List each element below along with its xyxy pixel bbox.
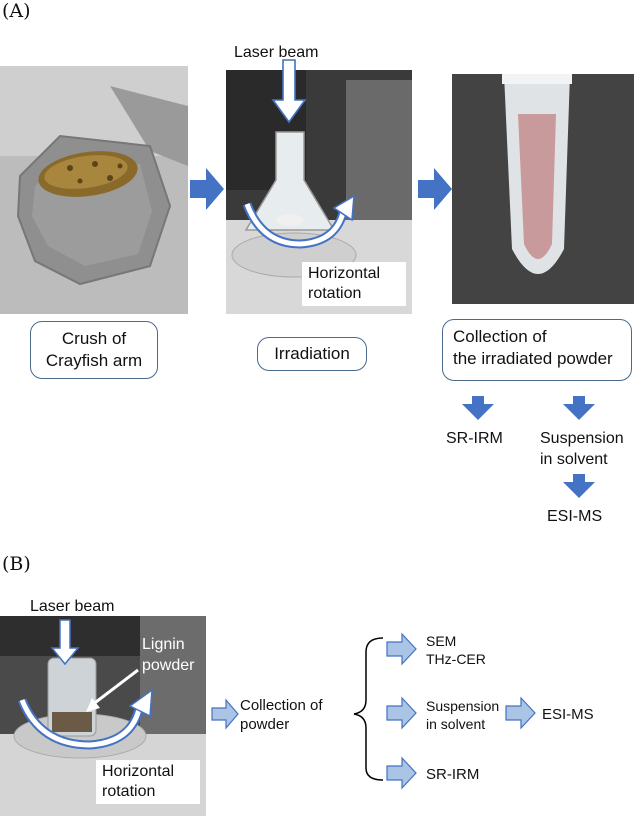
laser-label-a: Laser beam — [234, 44, 319, 61]
flow-arrow-icon-b1 — [211, 698, 239, 730]
branch-arrow-icon-4 — [505, 696, 536, 730]
panel-b-label: (B) — [2, 553, 31, 575]
collection-label-b: Collection of powder — [240, 696, 323, 734]
branch-sem-line: SEM — [426, 633, 457, 649]
down-arrow-icon-srirm — [462, 396, 494, 420]
flow-arrow-icon-2 — [418, 168, 452, 210]
step-collection-box: Collection of the irradiated powder — [442, 319, 632, 381]
step-collection-line2: the irradiated powder — [453, 349, 613, 368]
panel-a-label: (A) — [2, 0, 31, 22]
branch-arrow-icon-2 — [386, 696, 417, 730]
collection-label-b-line2: powder — [240, 716, 290, 733]
branch-esims: ESI-MS — [542, 706, 594, 723]
branch-suspension-line1: Suspension — [426, 698, 500, 714]
branch-suspension-line2: in solvent — [426, 716, 486, 732]
laser-label-b: Laser beam — [30, 598, 115, 615]
branch-suspension: Suspension in solvent — [426, 697, 499, 733]
rotation-label-a-line2: rotation — [308, 285, 362, 302]
out-suspension-a: Suspension in solvent — [540, 428, 624, 470]
step-crush-box: Crush of Crayfish arm — [30, 321, 158, 379]
step-crush-line1: Crush of — [61, 329, 127, 348]
step-crush-line2: Crayfish arm — [45, 351, 143, 370]
collection-label-b-line1: Collection of — [240, 697, 323, 714]
rotation-label-a: Horizontal rotation — [302, 262, 406, 306]
branch-brace — [353, 637, 384, 781]
step-irradiation-box: Irradiation — [257, 337, 367, 371]
photo-tube-powder — [452, 74, 634, 304]
rotation-label-b-line1: Horizontal — [102, 763, 175, 780]
branch-thz-line: THz-CER — [426, 651, 486, 667]
powder-label-b: Lignin powder — [142, 634, 194, 676]
rotation-label-b-line2: rotation — [102, 783, 156, 800]
branch-arrow-icon-3 — [386, 756, 417, 790]
powder-label-b-line2: powder — [142, 657, 195, 674]
branch-srirm: SR-IRM — [426, 766, 480, 783]
branch-arrow-icon-1 — [386, 632, 417, 666]
down-arrow-icon-suspension — [563, 396, 595, 420]
step-collection-line1: Collection of — [453, 327, 547, 346]
photo-crayfish-mortar — [0, 66, 188, 314]
powder-label-b-line1: Lignin — [142, 636, 185, 653]
flow-arrow-icon-1 — [190, 168, 224, 210]
out-esims-a: ESI-MS — [547, 508, 603, 525]
out-srirm-a: SR-IRM — [446, 430, 503, 447]
rotation-label-a-line1: Horizontal — [308, 265, 381, 282]
branch-sem-thz: SEM THz-CER — [426, 632, 486, 668]
down-arrow-icon-esims — [563, 474, 595, 498]
rotation-label-b: Horizontal rotation — [96, 760, 200, 804]
out-suspension-a-line2: in solvent — [540, 451, 608, 468]
out-suspension-a-line1: Suspension — [540, 430, 624, 447]
step-irradiation-label: Irradiation — [274, 344, 350, 363]
